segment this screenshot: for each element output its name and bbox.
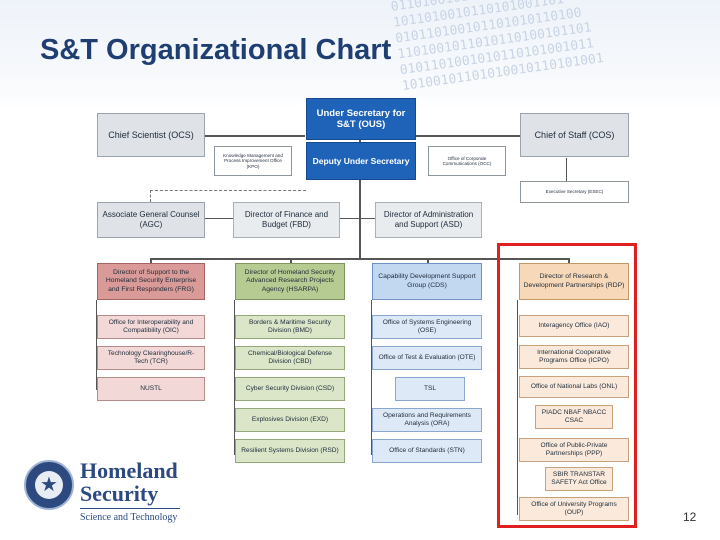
bmd-box: Borders & Maritime Security Division (BM… bbox=[235, 315, 345, 339]
chief-of-staff-box: Chief of Staff (COS) bbox=[520, 113, 629, 157]
connector bbox=[150, 258, 152, 266]
connector bbox=[359, 222, 361, 224]
onl-box: Office of National Labs (ONL) bbox=[519, 376, 629, 398]
rail bbox=[96, 300, 97, 390]
rdp-head-box: Director of Research & Development Partn… bbox=[519, 263, 629, 300]
tcr-box: Technology Clearinghouse/R-Tech (TCR) bbox=[97, 346, 205, 370]
ose-box: Office of Systems Engineering (OSE) bbox=[372, 315, 482, 339]
dashed-connector bbox=[150, 190, 306, 191]
connector bbox=[427, 258, 429, 266]
under-secretary-box: Under Secretary for S&T (OUS) bbox=[306, 98, 416, 140]
binary-texture: 0110100101001101001 10110100101101010011… bbox=[390, 0, 605, 95]
csd-box: Cyber Security Division (CSD) bbox=[235, 377, 345, 401]
cbd-box: Chemical/Biological Defense Division (CB… bbox=[235, 346, 345, 370]
hsarpa-head-box: Director of Homeland Security Advanced R… bbox=[235, 263, 345, 300]
occ-box: Office of Corporate Communications (OCC) bbox=[428, 146, 506, 176]
connector bbox=[205, 135, 305, 137]
nustl-box: NUSTL bbox=[97, 377, 205, 401]
oup-box: Office of University Programs (OUP) bbox=[519, 497, 629, 521]
rsd-box: Resilient Systems Division (RSD) bbox=[235, 439, 345, 463]
connector bbox=[290, 258, 292, 266]
connector bbox=[340, 218, 375, 219]
deputy-under-secretary-box: Deputy Under Secretary bbox=[306, 142, 416, 180]
connector bbox=[205, 218, 233, 219]
logo-line-3: Science and Technology bbox=[80, 512, 178, 523]
rail bbox=[371, 300, 372, 455]
sbir-safety-box: SBIR TRANSTAR SAFETY Act Office bbox=[545, 467, 613, 491]
tsl-box: TSL bbox=[395, 377, 465, 401]
iao-box: Interagency Office (IAO) bbox=[519, 315, 629, 337]
header-background: 0110100101001101001 10110100101101010011… bbox=[0, 0, 720, 110]
dashed-connector bbox=[150, 190, 151, 202]
administration-support-box: Director of Administration and Support (… bbox=[375, 202, 482, 238]
ppp-box: Office of Public-Private Partnerships (P… bbox=[519, 438, 629, 462]
connector bbox=[150, 258, 570, 260]
exd-box: Explosives Division (EXD) bbox=[235, 408, 345, 432]
associate-general-counsel-box: Associate General Counsel (AGC) bbox=[97, 202, 205, 238]
connector bbox=[359, 140, 361, 258]
logo-line-2: Security bbox=[80, 481, 159, 506]
rail bbox=[517, 300, 518, 515]
oic-box: Office for Interoperability and Compatib… bbox=[97, 315, 205, 339]
ora-box: Operations and Requirements Analysis (OR… bbox=[372, 408, 482, 432]
icpo-box: International Cooperative Programs Offic… bbox=[519, 345, 629, 369]
finance-budget-box: Director of Finance and Budget (FBD) bbox=[233, 202, 340, 238]
logo-divider bbox=[80, 508, 180, 509]
rail bbox=[234, 300, 235, 455]
stn-box: Office of Standards (STN) bbox=[372, 439, 482, 463]
ote-box: Office of Test & Evaluation (OTE) bbox=[372, 346, 482, 370]
logo-line-1: Homeland bbox=[80, 458, 178, 483]
executive-secretary-box: Executive Secretary (ESEC) bbox=[520, 181, 629, 203]
national-labs-box: PIADC NBAF NBACC CSAC bbox=[535, 405, 613, 429]
connector bbox=[415, 135, 520, 137]
page-number: 12 bbox=[683, 510, 697, 524]
cds-head-box: Capability Development Support Group (CD… bbox=[372, 263, 482, 300]
frg-head-box: Director of Support to the Homeland Secu… bbox=[97, 263, 205, 300]
slide-title: S&T Organizational Chart bbox=[40, 34, 392, 66]
chief-scientist-box: Chief Scientist (OCS) bbox=[97, 113, 205, 157]
connector bbox=[568, 258, 570, 266]
kmpo-box: Knowledge Management and Process Improve… bbox=[214, 146, 292, 176]
highlight-frame bbox=[497, 243, 637, 528]
connector bbox=[566, 158, 567, 182]
dhs-seal-icon: ★ bbox=[24, 460, 74, 510]
